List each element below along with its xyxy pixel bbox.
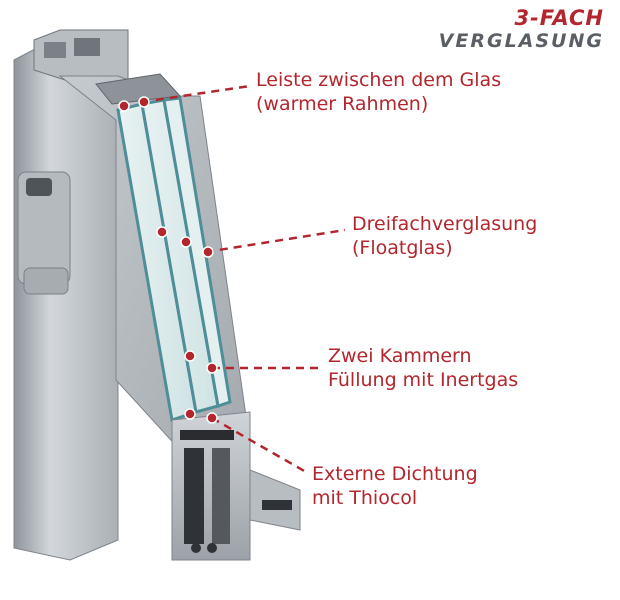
- logo-line-1: 3-FACH: [514, 6, 604, 30]
- drainage-detail: [191, 543, 201, 553]
- callout-marker: [180, 236, 192, 248]
- callout-marker: [138, 96, 150, 108]
- bottom-seal: [180, 430, 234, 440]
- logo-line-2: VERGLASUNG: [438, 30, 604, 52]
- callout-marker: [184, 350, 196, 362]
- outer-frame: [13, 35, 119, 561]
- hinge-cap: [23, 267, 69, 295]
- callout-spacer: Leiste zwischen dem Glas (warmer Rahmen): [256, 68, 501, 116]
- drainage-detail: [207, 543, 217, 553]
- callout-leader-triple-glazing: [205, 228, 346, 254]
- callout-external-seal: Externe Dichtung mit Thiocol: [312, 462, 478, 510]
- callout-marker: [118, 100, 130, 112]
- callout-marker: [206, 412, 218, 424]
- callout-triple-glazing-line1: Dreifachverglasung: [352, 213, 538, 235]
- callout-marker: [156, 226, 168, 238]
- callout-marker: [202, 246, 214, 258]
- callout-leader-external-seal: [211, 416, 307, 474]
- bottom-profile-chamber: [212, 448, 230, 544]
- glass-pane-outer: [162, 96, 232, 408]
- bottom-profile-chamber: [184, 448, 204, 544]
- callout-marker: [184, 408, 196, 420]
- callout-triple-glazing-line2: (Floatglas): [352, 237, 453, 259]
- callout-leader-spacer: [141, 84, 251, 104]
- threshold-chamber: [262, 500, 292, 510]
- callout-two-chambers-line1: Zwei Kammern: [328, 345, 472, 367]
- callout-two-chambers-line2: Füllung mit Inertgas: [328, 369, 519, 391]
- triple-glazing-logo: 3-FACH VERGLASUNG: [439, 6, 604, 52]
- callout-external-seal-line1: Externe Dichtung: [312, 463, 478, 485]
- callout-two-chambers: Zwei Kammern Füllung mit Inertgas: [328, 344, 518, 392]
- callout-spacer-line2: (warmer Rahmen): [256, 93, 429, 115]
- sash-top-section: [95, 73, 182, 105]
- callout-spacer-line1: Leiste zwischen dem Glas: [256, 69, 502, 91]
- callout-marker: [206, 362, 218, 374]
- callout-triple-glazing: Dreifachverglasung (Floatglas): [352, 212, 537, 260]
- outer-frame-chamber: [74, 38, 100, 56]
- callout-external-seal-line2: mit Thiocol: [312, 487, 418, 509]
- outer-frame-chamber: [44, 42, 66, 58]
- hinge-knuckle: [26, 178, 52, 196]
